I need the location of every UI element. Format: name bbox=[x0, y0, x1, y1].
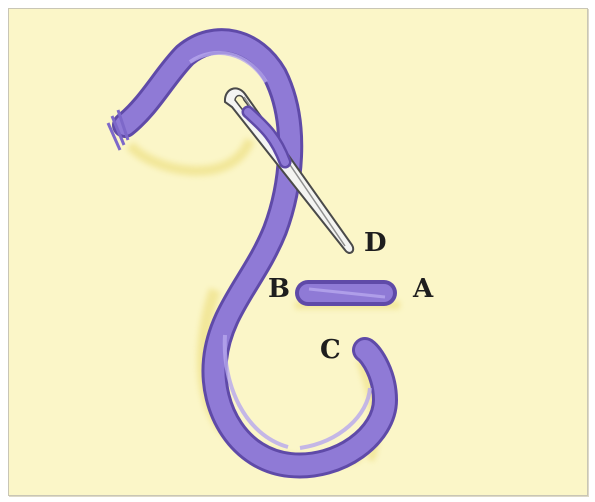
point-label-d: D bbox=[364, 228, 387, 258]
point-label-a: A bbox=[412, 274, 434, 304]
point-label-c: C bbox=[320, 335, 341, 365]
point-label-b: B bbox=[268, 274, 290, 304]
stitch-b-a bbox=[295, 280, 397, 306]
